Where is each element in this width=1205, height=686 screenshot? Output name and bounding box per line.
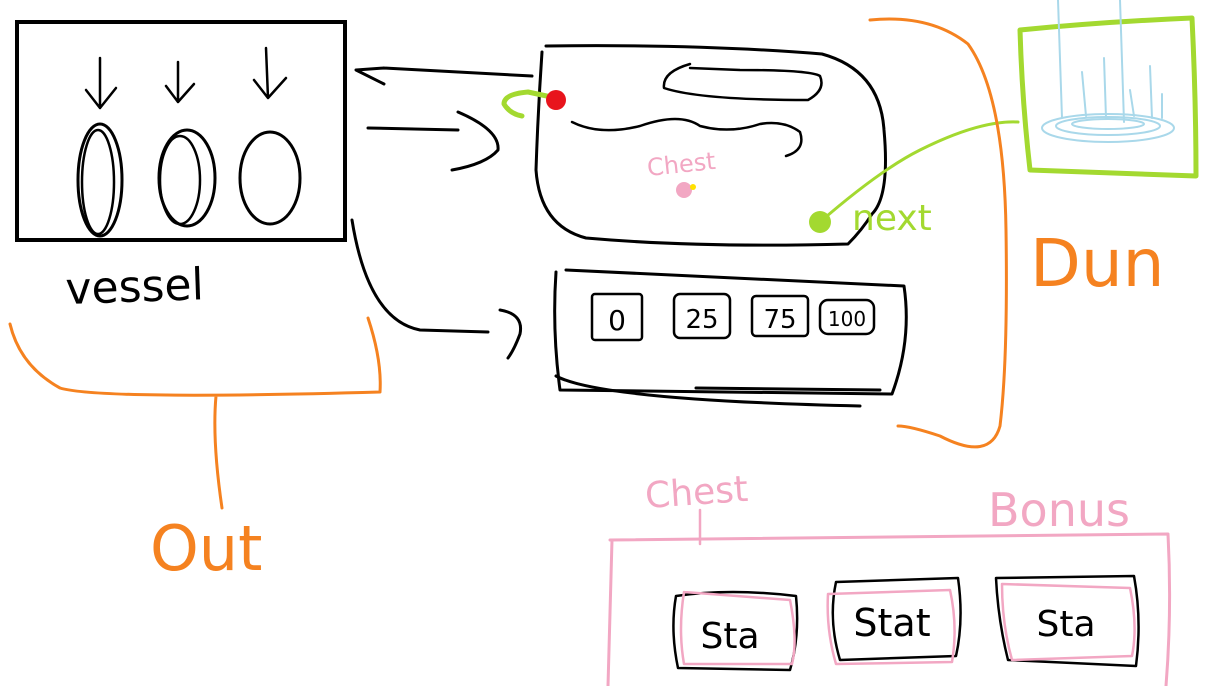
vessel-frame — [15, 20, 347, 242]
out-label: Out — [150, 512, 262, 585]
arrow-to-counter — [350, 218, 523, 360]
next-link — [818, 120, 1020, 224]
scene-frame — [534, 44, 887, 247]
out-group: Out — [8, 316, 382, 585]
counter-slot: 75 — [750, 294, 810, 338]
arrow-to-scene — [366, 110, 500, 172]
counter-underline — [554, 374, 882, 408]
bonus-slot: Stat — [826, 576, 962, 666]
chest-marker-glint — [690, 184, 696, 190]
scene-panel: Chest next — [501, 44, 1020, 247]
next-label: next — [852, 198, 932, 239]
next-node-icon — [809, 211, 831, 233]
bonus-slot: Sta — [994, 574, 1140, 668]
vessel-slot — [157, 128, 217, 228]
down-arrow-icon — [164, 60, 196, 104]
chest-marker-label: Chest — [646, 147, 717, 182]
path-wave — [570, 117, 803, 158]
arrow-to-vessel — [354, 66, 534, 86]
vessel-slot — [76, 122, 124, 238]
dun-bracket — [868, 17, 1008, 449]
counter-frame — [553, 268, 908, 396]
down-arrow-icon — [252, 46, 288, 100]
counter-value: 100 — [828, 307, 866, 331]
entry-hook — [501, 89, 559, 119]
bonus-slot: Sta — [672, 590, 799, 672]
bonus-frame — [606, 532, 1172, 686]
flow-arrows — [350, 66, 534, 360]
portal-panel — [1017, 0, 1199, 179]
down-arrow-icon — [84, 56, 118, 110]
bonus-slot-label: Stat — [853, 601, 930, 645]
counter-value: 25 — [685, 305, 718, 335]
vessel-slot — [238, 130, 302, 226]
bonus-panel: Chest Bonus Sta Stat Sta — [606, 469, 1172, 686]
counter-value: 75 — [763, 305, 796, 335]
counter-slot: 25 — [672, 292, 732, 340]
portal-frame — [1017, 15, 1199, 179]
dun-group: Dun — [868, 17, 1164, 449]
chest-marker-icon — [676, 182, 692, 198]
out-bracket — [8, 316, 382, 510]
bonus-slot-label: Sta — [1036, 604, 1095, 645]
path-loop — [662, 62, 823, 102]
player-marker-icon — [546, 90, 566, 110]
counter-value: 0 — [608, 304, 626, 337]
chest-section-label: Chest — [644, 469, 750, 517]
counter-panel: 0 25 75 100 — [553, 268, 908, 408]
bonus-label: Bonus — [988, 483, 1130, 537]
portal-beam-icon — [1041, 0, 1175, 143]
vessel-label: vessel — [65, 259, 205, 315]
bonus-slot-label: Sta — [700, 616, 759, 657]
dun-label: Dun — [1030, 225, 1164, 302]
vessel-panel: vessel — [15, 20, 347, 315]
counter-slot: 0 — [590, 292, 644, 342]
counter-slot: 100 — [818, 298, 876, 336]
